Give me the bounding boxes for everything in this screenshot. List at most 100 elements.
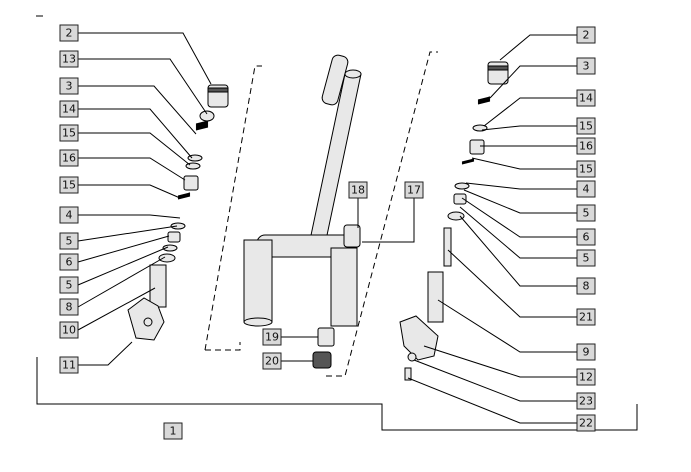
right-lower-bracket: [399, 315, 439, 361]
callout-right-7: 4: [576, 180, 596, 198]
svg-text:5: 5: [583, 252, 590, 265]
callout-left-3: 3: [59, 77, 79, 95]
right-spacer: [453, 193, 467, 205]
left-ring: [158, 253, 176, 263]
right-cap-band: [487, 65, 509, 71]
callout-left-4: 14: [59, 100, 79, 118]
svg-text:19: 19: [265, 331, 279, 344]
left-bushing: [183, 175, 199, 191]
left-seal: [199, 110, 215, 122]
svg-text:4: 4: [583, 183, 590, 196]
callout-left-11: 5: [59, 276, 79, 294]
right-washer-b: [454, 182, 470, 190]
callout-right-15: 23: [576, 392, 596, 410]
left-tube-bottom: [243, 317, 273, 327]
center-seal: [312, 351, 332, 369]
svg-text:10: 10: [62, 324, 76, 337]
right-callouts: 2 3 14 15 16 15 4 5 6 5 8 21 9 12 23 22: [576, 26, 596, 432]
right-bracket-hole: [407, 352, 417, 362]
callout-left-8: 4: [59, 206, 79, 224]
svg-text:1: 1: [170, 425, 177, 438]
callout-right-1: 2: [576, 26, 596, 44]
left-dash-lines: [204, 65, 262, 351]
svg-text:22: 22: [579, 417, 593, 430]
callout-right-16: 22: [576, 414, 596, 432]
svg-text:15: 15: [62, 179, 76, 192]
svg-text:5: 5: [583, 207, 590, 220]
left-callouts: 2 13 3 14 15 16 15 4 5 6 5 8 10 11: [59, 24, 79, 374]
svg-text:4: 4: [66, 209, 73, 222]
callout-left-13: 10: [59, 321, 79, 339]
callout-left-5: 15: [59, 124, 79, 142]
left-washer-a: [187, 154, 203, 162]
callout-left-9: 5: [59, 232, 79, 250]
left-washer-c: [170, 222, 186, 230]
right-spring-upper: [477, 96, 491, 105]
left-spring-lower: [177, 192, 191, 200]
left-fork-parts: [127, 84, 229, 341]
svg-text:17: 17: [407, 184, 421, 197]
callout-right-4: 15: [576, 117, 596, 135]
right-fork-tube: [330, 247, 358, 327]
svg-text:16: 16: [579, 140, 593, 153]
svg-text:11: 11: [62, 359, 76, 372]
svg-text:9: 9: [583, 346, 590, 359]
callout-left-1: 2: [59, 24, 79, 42]
svg-text:21: 21: [579, 311, 593, 324]
callout-center-1: 18: [348, 181, 368, 199]
left-damper-tube: [149, 264, 167, 308]
left-bracket-hole: [143, 317, 153, 327]
right-ring: [447, 211, 465, 221]
right-damper-tube: [427, 271, 444, 323]
right-damper-rod: [443, 227, 452, 267]
steering-stem-top: [321, 54, 349, 106]
stem-top-ellipse: [344, 69, 362, 79]
svg-text:5: 5: [66, 279, 73, 292]
center-callouts: 18 17 19 20: [262, 181, 424, 370]
leader-lines: [77, 32, 577, 424]
left-fork-tube: [243, 239, 273, 323]
left-cap-band: [207, 87, 229, 93]
svg-text:15: 15: [579, 163, 593, 176]
callout-right-13: 9: [576, 343, 596, 361]
right-bushing: [469, 139, 485, 155]
svg-text:18: 18: [351, 184, 365, 197]
right-cap: [487, 61, 509, 85]
svg-text:5: 5: [66, 235, 73, 248]
callout-right-14: 12: [576, 368, 596, 386]
callout-left-14: 11: [59, 356, 79, 374]
left-spring-upper: [195, 120, 209, 131]
callout-right-12: 21: [576, 308, 596, 326]
stem-bearing: [343, 224, 361, 248]
svg-text:15: 15: [579, 120, 593, 133]
svg-text:6: 6: [583, 231, 590, 244]
callout-right-3: 14: [576, 89, 596, 107]
svg-text:3: 3: [583, 60, 590, 73]
callout-left-2: 13: [59, 50, 79, 68]
svg-text:12: 12: [579, 371, 593, 384]
callout-center-4: 20: [262, 352, 282, 370]
callout-center-3: 19: [262, 328, 282, 346]
svg-text:14: 14: [62, 103, 76, 116]
svg-text:13: 13: [62, 53, 76, 66]
callout-left-7: 15: [59, 176, 79, 194]
svg-text:6: 6: [66, 256, 73, 269]
svg-text:15: 15: [62, 127, 76, 140]
right-fork-parts: [399, 61, 509, 381]
svg-text:8: 8: [66, 301, 73, 314]
callout-right-10: 5: [576, 249, 596, 267]
callout-center-2: 17: [404, 181, 424, 199]
assembly-bracket: [36, 357, 638, 431]
svg-text:14: 14: [579, 92, 593, 105]
left-washer-d: [162, 244, 178, 252]
right-bolt: [404, 367, 412, 381]
callout-right-9: 6: [576, 228, 596, 246]
callout-right-2: 3: [576, 57, 596, 75]
svg-text:16: 16: [62, 152, 76, 165]
callout-left-10: 6: [59, 253, 79, 271]
callout-left-12: 8: [59, 298, 79, 316]
callout-assembly: 1: [163, 422, 183, 440]
right-spring-lower: [461, 158, 475, 165]
left-spacer: [167, 231, 181, 243]
